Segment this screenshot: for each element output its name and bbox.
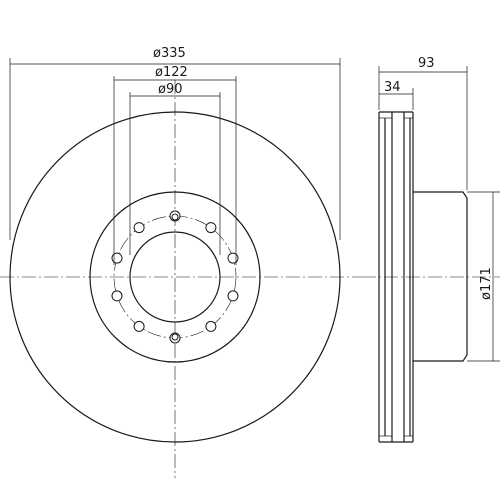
bolt-hole	[133, 222, 145, 234]
bolt-hole	[205, 320, 217, 332]
bolt-hole	[205, 222, 217, 234]
disc-outer-edge	[9, 111, 341, 443]
hat-outer-edge	[89, 191, 261, 363]
dim-disc-thickness: 34	[384, 80, 401, 95]
hat-profile	[413, 191, 468, 362]
dim-center-bore-diameter: ø90	[158, 82, 183, 97]
bolt-hole	[227, 290, 239, 302]
center-bore	[129, 231, 221, 323]
pin-top	[171, 213, 179, 221]
bolt-hole	[227, 252, 239, 264]
dim-outer-diameter: ø335	[153, 46, 186, 61]
side-dimensions: 93 34 ø171	[378, 56, 500, 362]
dim-hat-diameter: ø171	[479, 267, 494, 300]
front-view	[0, 80, 362, 478]
front-dimensions: ø335 ø122 ø90	[9, 46, 341, 265]
pin-bottom	[171, 333, 179, 341]
bolt-hole	[111, 290, 123, 302]
side-view	[362, 111, 500, 443]
dim-overall-height: 93	[418, 56, 435, 71]
bolt-hole	[111, 252, 123, 264]
dim-bolt-circle-diameter: ø122	[155, 65, 188, 80]
bolt-hole	[133, 320, 145, 332]
